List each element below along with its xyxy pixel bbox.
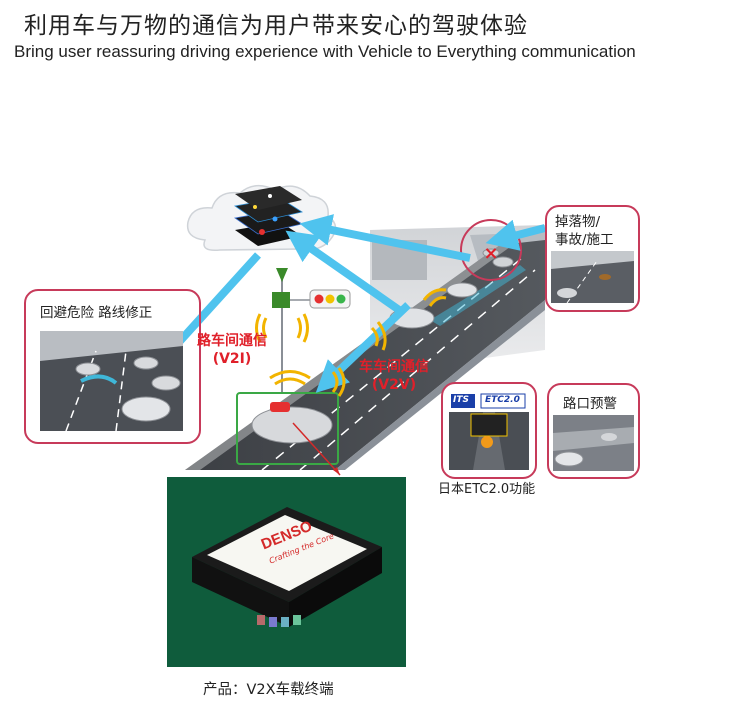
traffic-light-icon xyxy=(309,289,351,309)
etc-panel: ITS ETC2.0 xyxy=(441,382,537,479)
its-logo: ITS xyxy=(453,395,469,405)
product-photo: DENSO Crafting the Core xyxy=(167,477,406,667)
etc-image xyxy=(449,393,529,470)
debris-accident-panel: 掉落物/ 事故/施工 xyxy=(545,205,640,312)
v2v-label-cn: 车车间通信 xyxy=(359,359,429,375)
host-car-highlight-frame xyxy=(236,392,339,465)
product-caption: 产品：V2X车载终端 xyxy=(203,682,334,698)
avoid-danger-label-front: 回避危险 路线修正 xyxy=(40,301,153,321)
intersection-warning-panel: 路口预警 xyxy=(547,383,640,479)
etc20-logo: ETC2.0 xyxy=(485,395,520,405)
product-pointer-line xyxy=(292,422,341,476)
v2v-label: 车车间通信 (V2V) xyxy=(359,358,429,394)
v2i-label-cn: 路车间通信 xyxy=(197,333,267,349)
etc-caption: 日本ETC2.0功能 xyxy=(438,482,536,497)
intersection-image xyxy=(553,415,634,471)
v2x-device-image xyxy=(167,477,406,667)
avoid-danger-panel xyxy=(24,289,201,444)
incident-mark: × xyxy=(483,243,498,264)
v2v-label-en: (V2V) xyxy=(371,377,417,393)
cloud-server-icon xyxy=(186,184,337,252)
avoid-danger-image xyxy=(40,331,183,432)
page-title-cn: 利用车与万物的通信为用户带来安心的驾驶体验 xyxy=(24,13,528,39)
intersection-label: 路口预警 xyxy=(563,396,617,412)
debris-image xyxy=(551,251,634,304)
page-title-en: Bring user reassuring driving experience… xyxy=(14,42,636,61)
debris-label-line2: 事故/施工 xyxy=(555,232,614,248)
v2i-label-en: (V2I) xyxy=(212,351,252,367)
v2i-label: 路车间通信 (V2I) xyxy=(197,332,267,368)
debris-label-line1: 掉落物/ xyxy=(555,214,601,230)
signal-waves xyxy=(255,288,447,397)
highlighted-car-roof xyxy=(270,402,290,412)
